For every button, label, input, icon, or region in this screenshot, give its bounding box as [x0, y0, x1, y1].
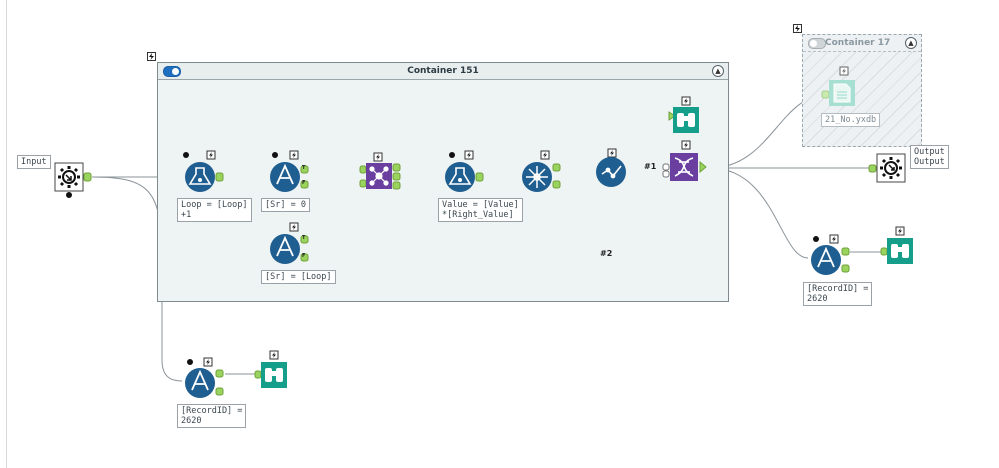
- browse-tool-bottom[interactable]: [254, 350, 290, 392]
- macro-input-tool[interactable]: [54, 162, 94, 200]
- filter-mid-true-anchor[interactable]: T: [302, 235, 306, 241]
- browse-tool-top[interactable]: [668, 96, 704, 136]
- filter-top-false-anchor[interactable]: F: [302, 180, 306, 186]
- filter-tool-recordid-bottom[interactable]: [182, 357, 228, 401]
- filter-recordid-right-annotation: [RecordID] = 2620: [803, 282, 873, 306]
- macro-input-label: Input: [17, 155, 51, 169]
- macro-output-label: Output Output: [910, 145, 949, 169]
- container-17-title: Container 17: [825, 38, 891, 48]
- filter-tool-sr-zero[interactable]: T F: [265, 150, 311, 194]
- filter-sr-zero-annotation: [Sr] = 0: [261, 198, 310, 212]
- formula-tool-value[interactable]: [440, 150, 484, 194]
- container-151-title: Container 151: [407, 66, 479, 76]
- container-17-header[interactable]: Container 17 ▲: [803, 35, 921, 52]
- container-151-header[interactable]: Container 151 ▲: [158, 63, 728, 80]
- filter-mid-false-anchor[interactable]: F: [302, 253, 306, 259]
- canvas-left-rule: [6, 0, 7, 468]
- multirow-formula-tool[interactable]: [594, 148, 634, 188]
- container-151-toggle[interactable]: [163, 66, 181, 77]
- formula-value-annotation: Value = [Value] *[Right_Value]: [438, 198, 523, 222]
- connection-tag-2: #2: [600, 249, 613, 258]
- container-17[interactable]: Container 17 ▲: [802, 34, 922, 147]
- macro-output-tool[interactable]: [868, 152, 908, 186]
- browse-tool-right[interactable]: [880, 226, 916, 268]
- union-tool[interactable]: [513, 150, 563, 194]
- container-151-collapse-icon[interactable]: ▲: [712, 65, 724, 77]
- formula-tool-loop[interactable]: [182, 150, 226, 194]
- formula-loop-annotation: Loop = [Loop] +1: [177, 198, 252, 222]
- filter-sr-loop-annotation: [Sr] = [Loop]: [261, 270, 336, 284]
- container-17-lightning-icon: [793, 24, 802, 33]
- filter-recordid-bottom-annotation: [RecordID] = 2620: [177, 404, 247, 428]
- container-17-collapse-icon[interactable]: ▲: [905, 37, 917, 49]
- container-17-toggle[interactable]: [808, 38, 826, 49]
- connection-tag-1: #1: [644, 162, 657, 171]
- output-data-annotation: 21_No.yxdb: [821, 113, 881, 127]
- container-151[interactable]: Container 151 ▲: [157, 62, 729, 302]
- filter-top-true-anchor[interactable]: T: [302, 165, 306, 171]
- output-data-tool[interactable]: [820, 66, 860, 108]
- join-multiple-tool[interactable]: [660, 140, 714, 186]
- join-tool[interactable]: [356, 152, 404, 194]
- filter-tool-sr-loop[interactable]: T F: [265, 222, 311, 266]
- container-151-lightning-icon: [147, 52, 156, 61]
- filter-tool-recordid-right[interactable]: [808, 234, 854, 278]
- conn-join2-filter-right: [709, 167, 809, 259]
